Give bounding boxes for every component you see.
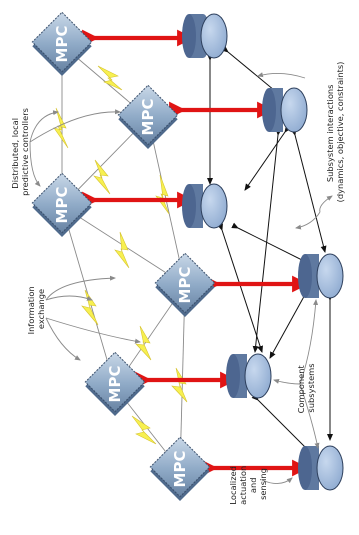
interaction-arrow — [290, 128, 327, 253]
interaction-arrow — [217, 223, 263, 353]
leader-line — [273, 378, 301, 385]
subsystem-disk — [262, 87, 308, 133]
annotation-line: actuation — [238, 466, 248, 505]
controllers-annotation: Distributed, local predictive controller… — [10, 108, 30, 196]
annotation-line: exchange — [36, 289, 46, 329]
subsystem-disk — [226, 353, 272, 399]
subsystem-disk — [298, 253, 344, 299]
lightning-bolt-icon — [53, 107, 69, 149]
component-subsystems — [182, 13, 344, 491]
leader-line — [29, 141, 41, 187]
leader-line — [299, 383, 320, 449]
mpc-label: MPC — [176, 267, 194, 304]
interaction-arrow — [244, 125, 291, 191]
interaction-arrow — [252, 128, 282, 353]
annotation-line: Subsystem interactions — [325, 85, 335, 183]
actuation-arrows — [82, 29, 309, 477]
annotation-line: Distributed, local — [10, 118, 20, 189]
annotation-line: subsystems — [306, 363, 316, 412]
mpc-label: MPC — [53, 26, 71, 63]
leader-line — [45, 317, 81, 361]
interaction-arrow — [221, 45, 281, 96]
subsystem-disk — [182, 13, 228, 59]
lightning-bolt-icon — [135, 325, 152, 361]
annotation-line: Localized — [228, 466, 238, 505]
annotation-line: predictive controllers — [20, 108, 30, 196]
leader-line — [319, 195, 333, 213]
leader-line — [295, 211, 321, 230]
annotation-line: (dynamics, objective, constraints) — [335, 62, 345, 203]
annotation-line: Information — [26, 286, 36, 334]
leader-line — [261, 477, 293, 484]
actuation-annotation: Localized actuation and sensing — [228, 463, 268, 505]
subsystem-disk — [298, 445, 344, 491]
interaction-arrow — [251, 393, 311, 453]
lightning-bolt-icon — [114, 231, 130, 269]
leader-line — [257, 72, 306, 79]
leader-line — [45, 317, 141, 344]
leader-line — [29, 109, 121, 143]
leader-line — [45, 275, 116, 301]
mpc-label: MPC — [53, 187, 71, 224]
mpc-label: MPC — [106, 366, 124, 403]
interactions-annotation: Subsystem interactions (dynamics, object… — [325, 62, 345, 203]
information-annotation: Information exchange — [26, 284, 46, 335]
lightning-bolt-icon — [171, 367, 188, 403]
annotation-line: sensing — [258, 468, 268, 500]
components-annotation: Component subsystems — [296, 363, 316, 414]
leader-line — [299, 299, 319, 385]
annotation-leaders — [29, 72, 333, 484]
lightning-bolt-icon — [81, 289, 99, 326]
mpc-label: MPC — [171, 451, 189, 488]
subsystem-disk — [182, 183, 228, 229]
lightning-bolt-icon — [131, 415, 157, 445]
annotation-line: Component — [296, 364, 306, 413]
leader-line — [29, 110, 59, 143]
annotation-line: and — [248, 478, 258, 494]
lightning-bolt-icon — [97, 65, 123, 91]
leader-line — [45, 295, 93, 301]
mpc-label: MPC — [139, 99, 157, 136]
lightning-bolt-icon — [155, 174, 170, 215]
